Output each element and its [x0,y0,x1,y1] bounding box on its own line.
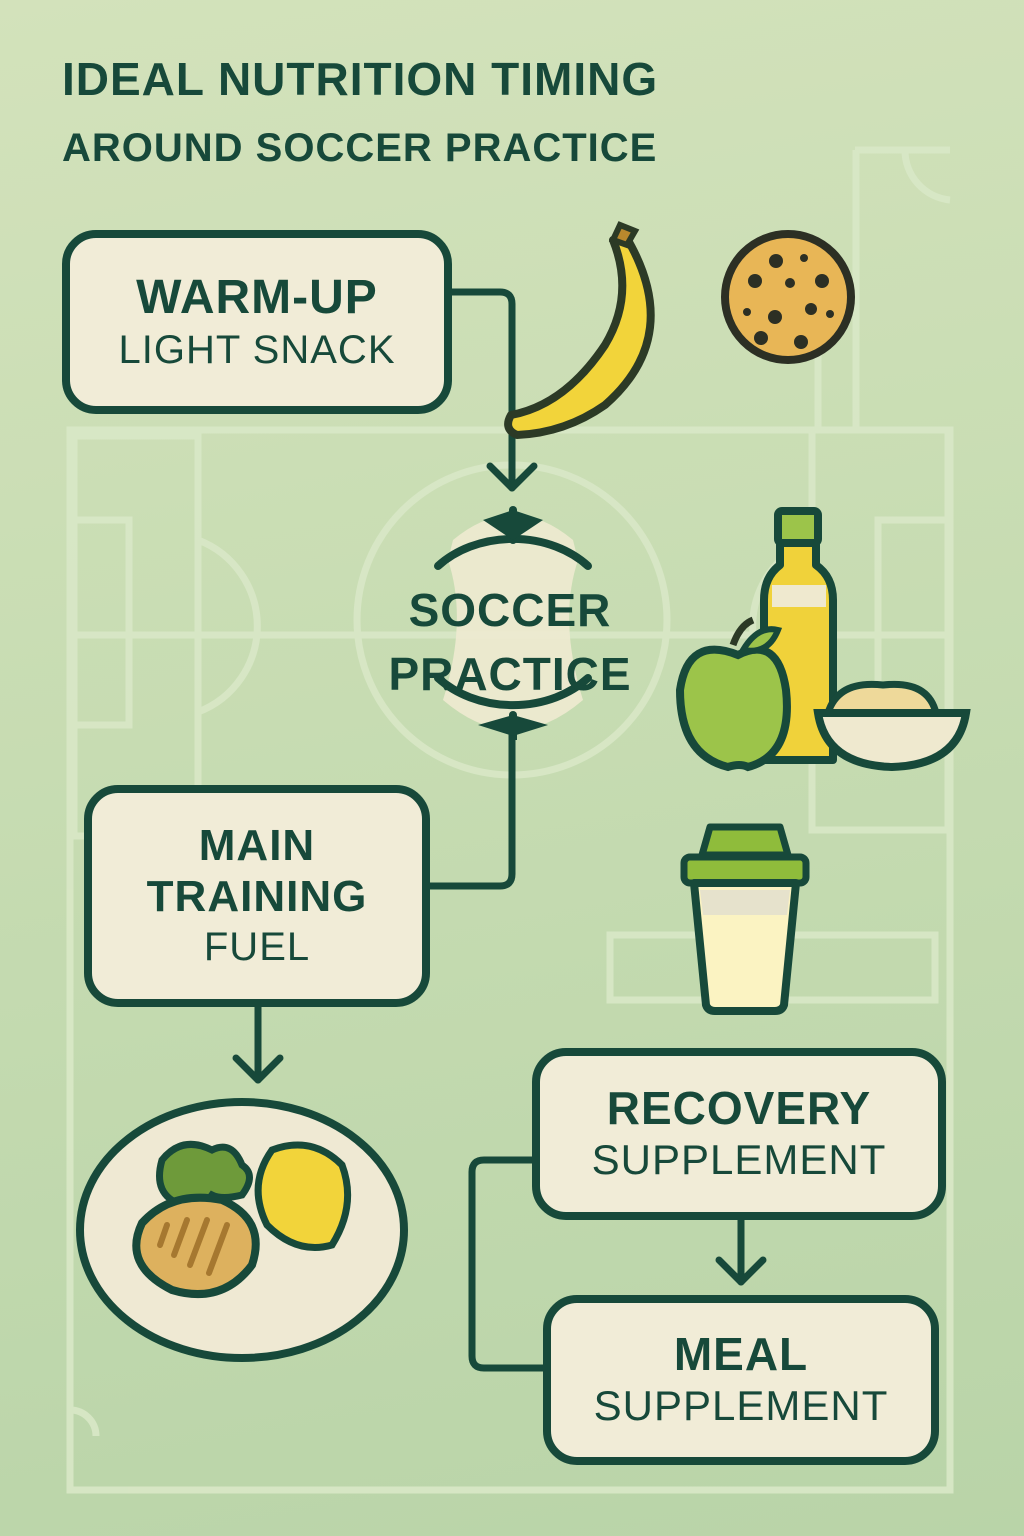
main-line3: FUEL [203,924,311,969]
practice-line2: PRACTICE [388,648,632,701]
page-subtitle: AROUND SOCCER PRACTICE [62,126,658,170]
pasta-bowl-icon [813,680,971,772]
main-line2: TRAINING [146,872,368,921]
meal-supplement-node: MEAL SUPPLEMENT [543,1295,939,1465]
meal-subtitle: SUPPLEMENT [593,1382,889,1430]
warmup-node: WARM-UP LIGHT SNACK [62,230,452,414]
plate-chicken-broccoli-rice-icon [76,1098,408,1362]
cookie-icon [721,230,855,364]
recovery-subtitle: SUPPLEMENT [591,1136,887,1184]
recovery-title: RECOVERY [606,1082,872,1135]
practice-line1: SOCCER [408,584,612,636]
warmup-title: WARM-UP [136,271,378,325]
practice-node: SOCCER PRACTICE [360,578,660,707]
apple-icon [675,616,791,772]
protein-shaker-icon [680,823,810,1015]
page-title: IDEAL NUTRITION TIMING [62,53,659,105]
warmup-subtitle: LIGHT SNACK [118,327,396,372]
main-line1: MAIN [198,821,316,871]
banana-icon [504,221,655,439]
meal-title: MEAL [673,1328,809,1381]
soccer-ball-icon [434,506,592,740]
recovery-supplement-node: RECOVERY SUPPLEMENT [532,1048,946,1220]
main-training-fuel-node: MAIN TRAINING FUEL [84,785,430,1007]
training-fuel-foods [675,507,971,772]
